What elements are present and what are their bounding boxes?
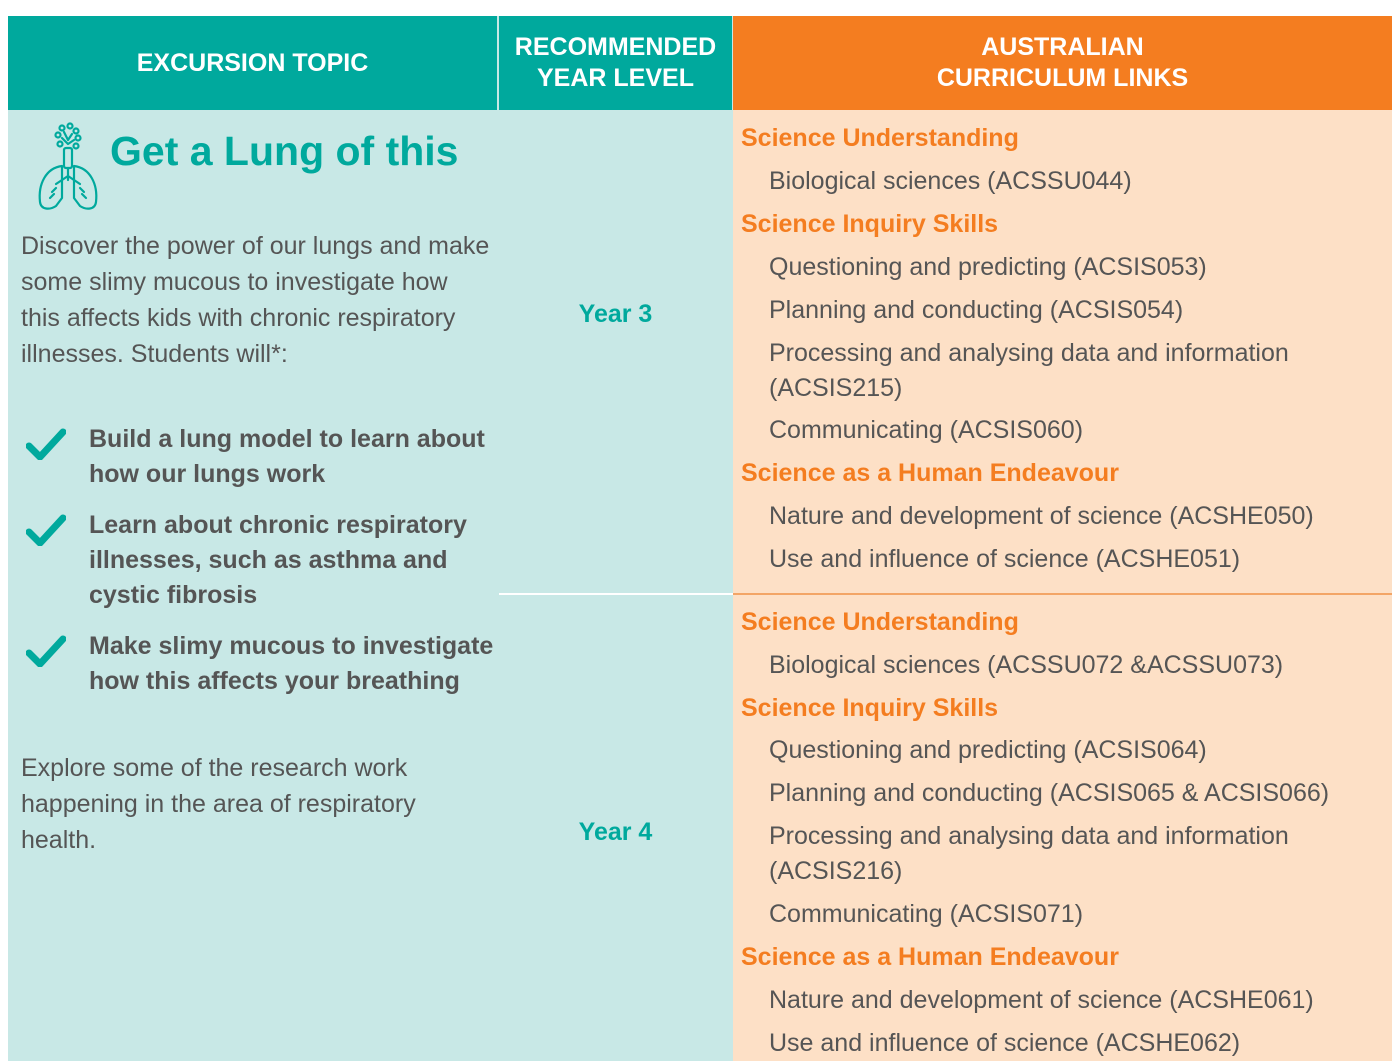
- topic-outro: Explore some of the research work happen…: [21, 754, 416, 854]
- checkmark-icon: [26, 514, 66, 546]
- checklist-text: Build a lung model to learn about how ou…: [89, 425, 485, 488]
- header-year-level: RECOMMENDED YEAR LEVEL: [499, 16, 732, 110]
- year-level-column: Year 3 Year 4: [499, 110, 732, 1061]
- checkmark-icon: [26, 635, 66, 667]
- group-title: Science Inquiry Skills: [741, 694, 999, 722]
- topic-cell: Get a Lung of this Discover the power of…: [8, 110, 497, 1061]
- curriculum-link: Planning and conducting (ACSIS054): [769, 296, 1184, 324]
- curriculum-link: Use and influence of science (ACSHE062): [769, 1029, 1241, 1057]
- header-year-line1: RECOMMENDED: [514, 33, 717, 61]
- curriculum-link: Communicating (ACSIS071): [769, 900, 1084, 928]
- group-title: Science Inquiry Skills: [741, 210, 999, 238]
- header-links-line1: AUSTRALIAN: [981, 33, 1144, 61]
- group-title: Science Understanding: [741, 608, 1019, 636]
- curriculum-link: Biological sciences (ACSSU072 &ACSSU073): [769, 651, 1284, 679]
- year-label-4: Year 4: [578, 818, 653, 846]
- checklist-text: Make slimy mucous to investigate how thi…: [89, 632, 494, 695]
- topic-title: Get a Lung of this: [110, 128, 459, 174]
- checklist-text: Learn about chronic respiratory illnesse…: [89, 511, 467, 609]
- lungs-icon: [38, 122, 98, 210]
- curriculum-table: EXCURSION TOPIC RECOMMENDED YEAR LEVEL A…: [8, 16, 1392, 1061]
- curriculum-link: Processing and analysing data and inform…: [769, 822, 1289, 885]
- header-curriculum-links: AUSTRALIAN CURRICULUM LINKS: [733, 16, 1392, 110]
- row-divider-links: [733, 593, 1392, 595]
- curriculum-link: Processing and analysing data and inform…: [769, 339, 1289, 402]
- curriculum-link: Planning and conducting (ACSIS065 & ACSI…: [769, 779, 1330, 807]
- curriculum-link: Nature and development of science (ACSHE…: [769, 986, 1314, 1014]
- curriculum-link: Questioning and predicting (ACSIS053): [769, 253, 1207, 281]
- group-title: Science as a Human Endeavour: [741, 943, 1119, 971]
- group-title: Science as a Human Endeavour: [741, 459, 1119, 487]
- curriculum-link: Communicating (ACSIS060): [769, 416, 1084, 444]
- topic-intro: Discover the power of our lungs and make…: [21, 232, 490, 368]
- curriculum-link: Questioning and predicting (ACSIS064): [769, 736, 1207, 764]
- year-label-3: Year 3: [578, 300, 653, 328]
- group-title: Science Understanding: [741, 124, 1019, 152]
- curriculum-link: Use and influence of science (ACSHE051): [769, 545, 1241, 573]
- curriculum-link: Nature and development of science (ACSHE…: [769, 502, 1314, 530]
- header-excursion-topic: EXCURSION TOPIC: [8, 16, 497, 110]
- checkmark-icon: [26, 428, 66, 460]
- header-year-line2: YEAR LEVEL: [537, 64, 694, 92]
- curriculum-links-column: Science Understanding Biological science…: [733, 110, 1392, 1061]
- curriculum-link: Biological sciences (ACSSU044): [769, 167, 1132, 195]
- header-links-line2: CURRICULUM LINKS: [936, 64, 1189, 92]
